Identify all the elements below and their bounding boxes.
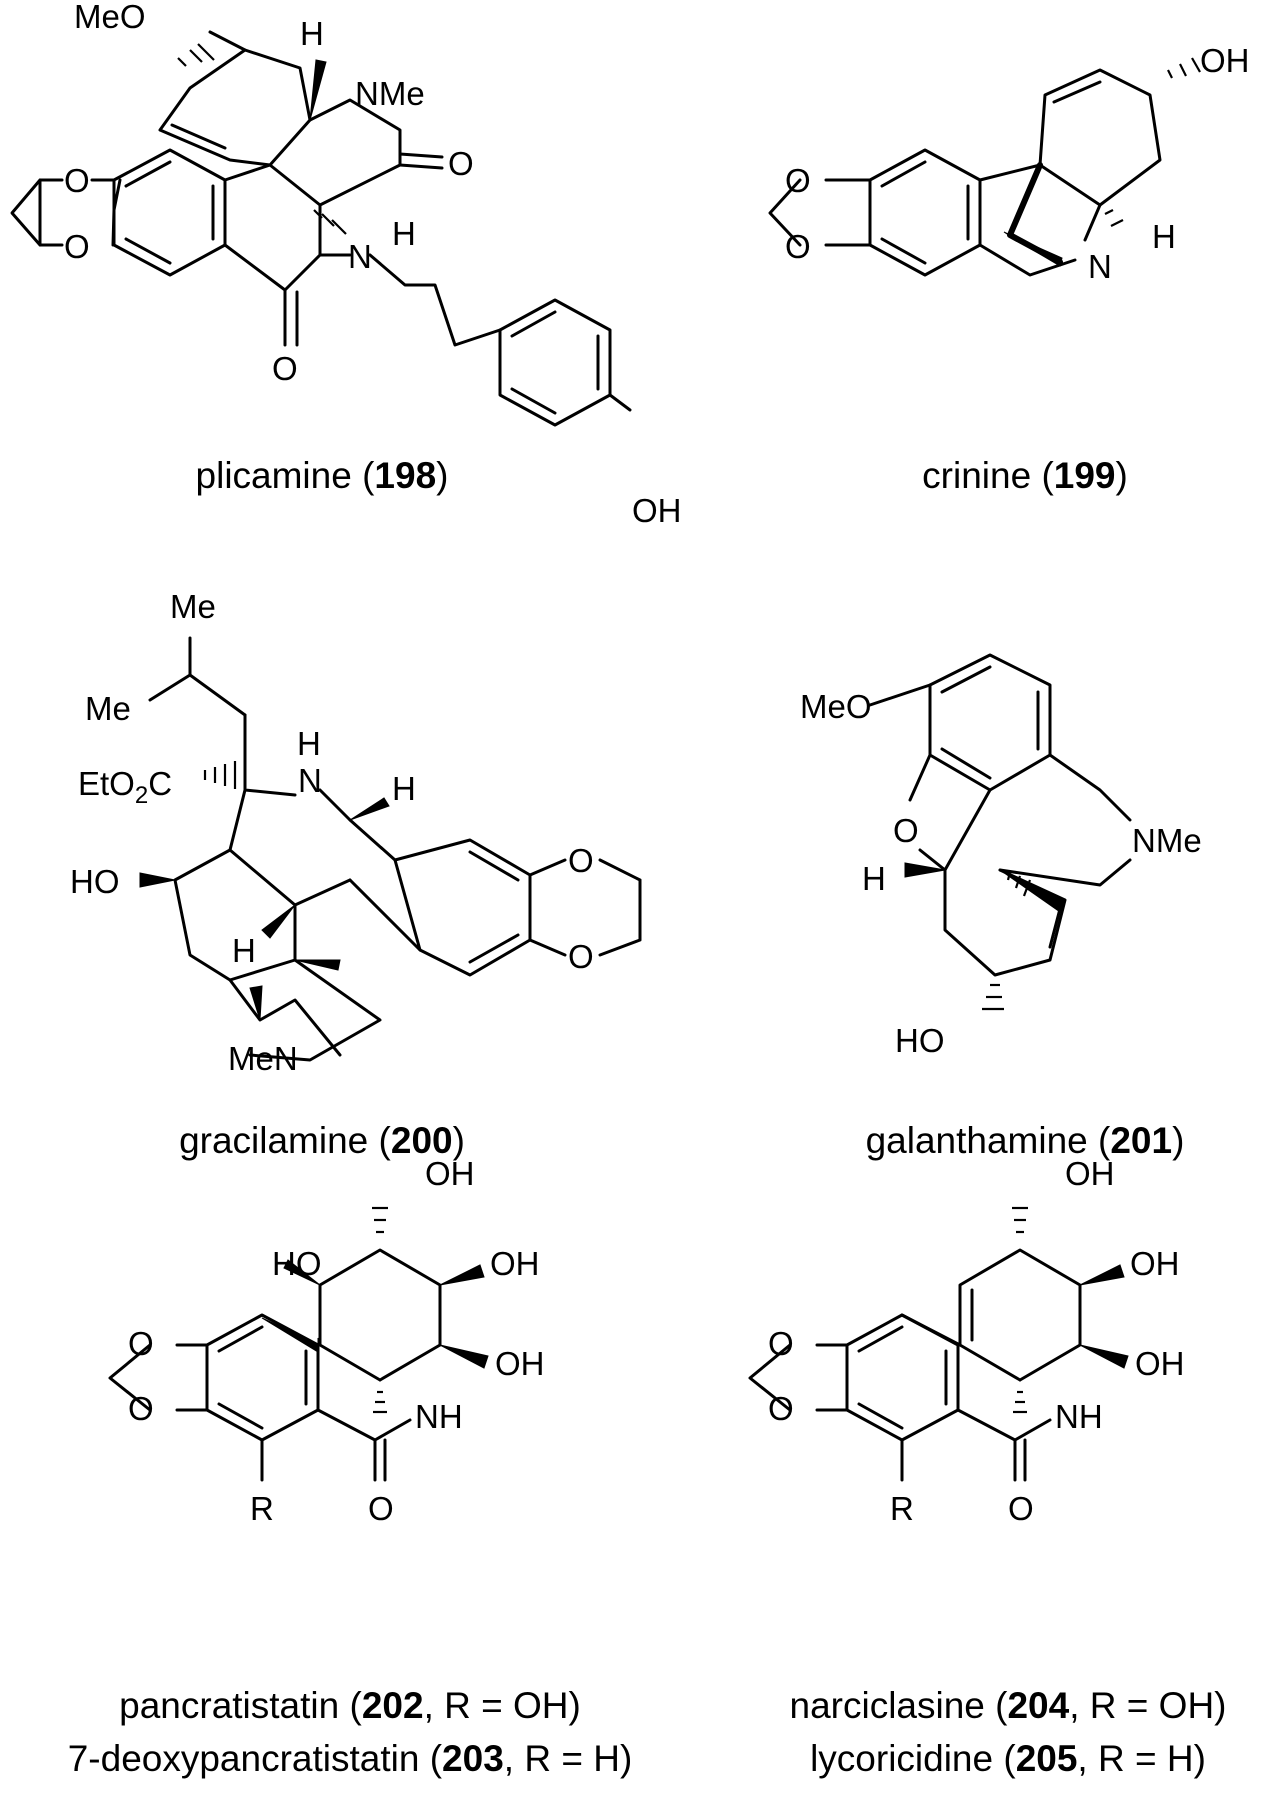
plicamine-nme-label: NMe	[355, 75, 425, 112]
gracilamine-me-top-label: Me	[170, 588, 216, 625]
caption-gracilamine: gracilamine (200)	[179, 1120, 465, 1161]
pancratistatin-o1-label: O	[128, 1325, 154, 1362]
pancratistatin-nh-label: NH	[415, 1398, 463, 1435]
plicamine-ketone-o-label: O	[448, 145, 474, 182]
gracilamine-h-right-label: H	[392, 770, 416, 807]
gracilamine-eto2c-label: EtO2C	[78, 765, 172, 809]
caption-crinine: crinine (199)	[922, 455, 1128, 496]
gracilamine-n-label: N	[298, 762, 322, 799]
pancratistatin-oh-lower-label: OH	[495, 1345, 545, 1382]
structure-gracilamine	[139, 636, 642, 1062]
galanthamine-ho-label: HO	[895, 1022, 945, 1059]
pancratistatin-carbonyl-o-label: O	[368, 1490, 394, 1527]
crinine-h-label: H	[1152, 218, 1176, 255]
narciclasine-o1-label: O	[768, 1325, 794, 1362]
gracilamine-me-left-label: Me	[85, 690, 131, 727]
gracilamine-men-label: MeN	[228, 1040, 298, 1077]
structure-pancratistatin	[108, 1206, 489, 1482]
pancratistatin-oh-top-label: OH	[425, 1155, 475, 1192]
gracilamine-h-ring-label: H	[232, 932, 256, 969]
pancratistatin-oh-right-label: OH	[490, 1245, 540, 1282]
pancratistatin-ho-left-label: HO	[272, 1245, 322, 1282]
galanthamine-nme-label: NMe	[1132, 822, 1202, 859]
caption-plicamine: plicamine (198)	[195, 455, 449, 496]
pancratistatin-o2-label: O	[128, 1390, 154, 1427]
galanthamine-meo-label: MeO	[800, 688, 872, 725]
narciclasine-r-label: R	[890, 1490, 914, 1527]
pancratistatin-r-label: R	[250, 1490, 274, 1527]
narciclasine-nh-label: NH	[1055, 1398, 1103, 1435]
galanthamine-h-label: H	[862, 860, 886, 897]
caption-narciclasine: narciclasine (204, R = OH)	[789, 1685, 1227, 1726]
gracilamine-ho-label: HO	[70, 863, 120, 900]
gracilamine-nh-h-label: H	[297, 725, 321, 762]
plicamine-meo-label: MeO	[74, 0, 146, 35]
narciclasine-oh-lower-label: OH	[1135, 1345, 1185, 1382]
crinine-o1-label: O	[785, 162, 811, 199]
structure-plicamine	[10, 30, 632, 427]
caption-deoxypancratistatin: 7-deoxypancratistatin (203, R = H)	[67, 1738, 633, 1779]
narciclasine-o2-label: O	[768, 1390, 794, 1427]
crinine-o2-label: O	[785, 228, 811, 265]
plicamine-o1-label: O	[64, 162, 90, 199]
gracilamine-o2-label: O	[568, 938, 594, 975]
plicamine-h-alpha-label: H	[392, 215, 416, 252]
plicamine-o2-label: O	[64, 228, 90, 265]
caption-lycoricidine: lycoricidine (205, R = H)	[810, 1738, 1206, 1779]
structure-narciclasine	[748, 1206, 1129, 1482]
plicamine-h-label: H	[300, 15, 324, 52]
narciclasine-carbonyl-o-label: O	[1008, 1490, 1034, 1527]
galanthamine-o-label: O	[893, 812, 919, 849]
plicamine-oh-label: OH	[632, 492, 682, 529]
narciclasine-oh-right-label: OH	[1130, 1245, 1180, 1282]
plicamine-amide-o-label: O	[272, 350, 298, 387]
structure-galanthamine	[868, 653, 1132, 1011]
crinine-n-label: N	[1088, 248, 1112, 285]
structure-crinine	[768, 57, 1201, 277]
caption-pancratistatin: pancratistatin (202, R = OH)	[119, 1685, 581, 1726]
caption-galanthamine: galanthamine (201)	[865, 1120, 1185, 1161]
crinine-oh-label: OH	[1200, 42, 1250, 79]
plicamine-n-label: N	[348, 238, 372, 275]
gracilamine-o1-label: O	[568, 842, 594, 879]
narciclasine-oh-top-label: OH	[1065, 1155, 1115, 1192]
